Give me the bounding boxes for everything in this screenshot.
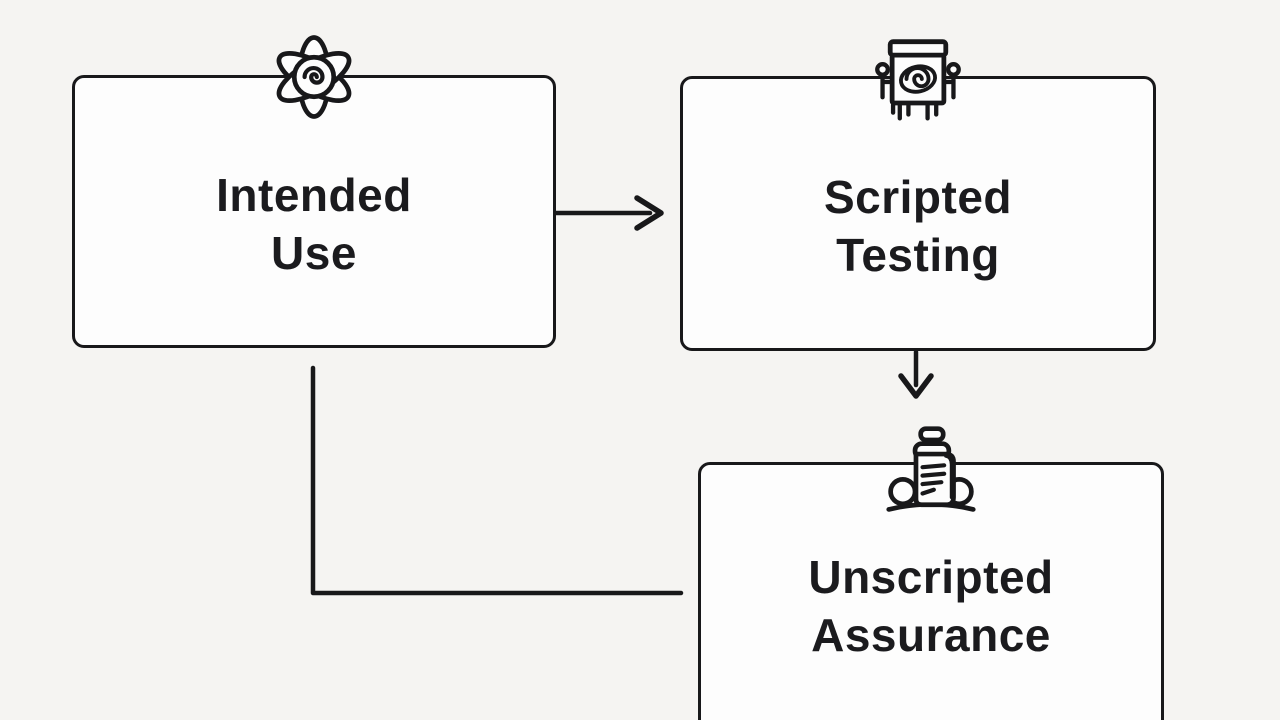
- scroll-document-icon: [886, 426, 976, 512]
- presentation-screen-icon: [875, 39, 961, 121]
- node-label-scripted-testing: Scripted Testing: [823, 171, 1013, 281]
- node-label-intended-use: Intended Use: [216, 169, 412, 279]
- arrowhead-right-icon: [634, 195, 664, 231]
- atom-spiral-icon: [276, 35, 352, 119]
- edge-scripted-to-unscripted: [898, 349, 934, 399]
- edge-intended-to-unscripted: [310, 365, 684, 596]
- edge-intended-to-scripted: [553, 195, 664, 231]
- node-unscripted-assurance: Unscripted Assurance: [698, 426, 1164, 720]
- arrowhead-down-icon: [898, 373, 934, 399]
- node-scripted-testing: Scripted Testing: [680, 39, 1156, 351]
- node-intended-use: Intended Use: [72, 35, 556, 348]
- node-label-unscripted-assurance: Unscripted Assurance: [808, 551, 1054, 661]
